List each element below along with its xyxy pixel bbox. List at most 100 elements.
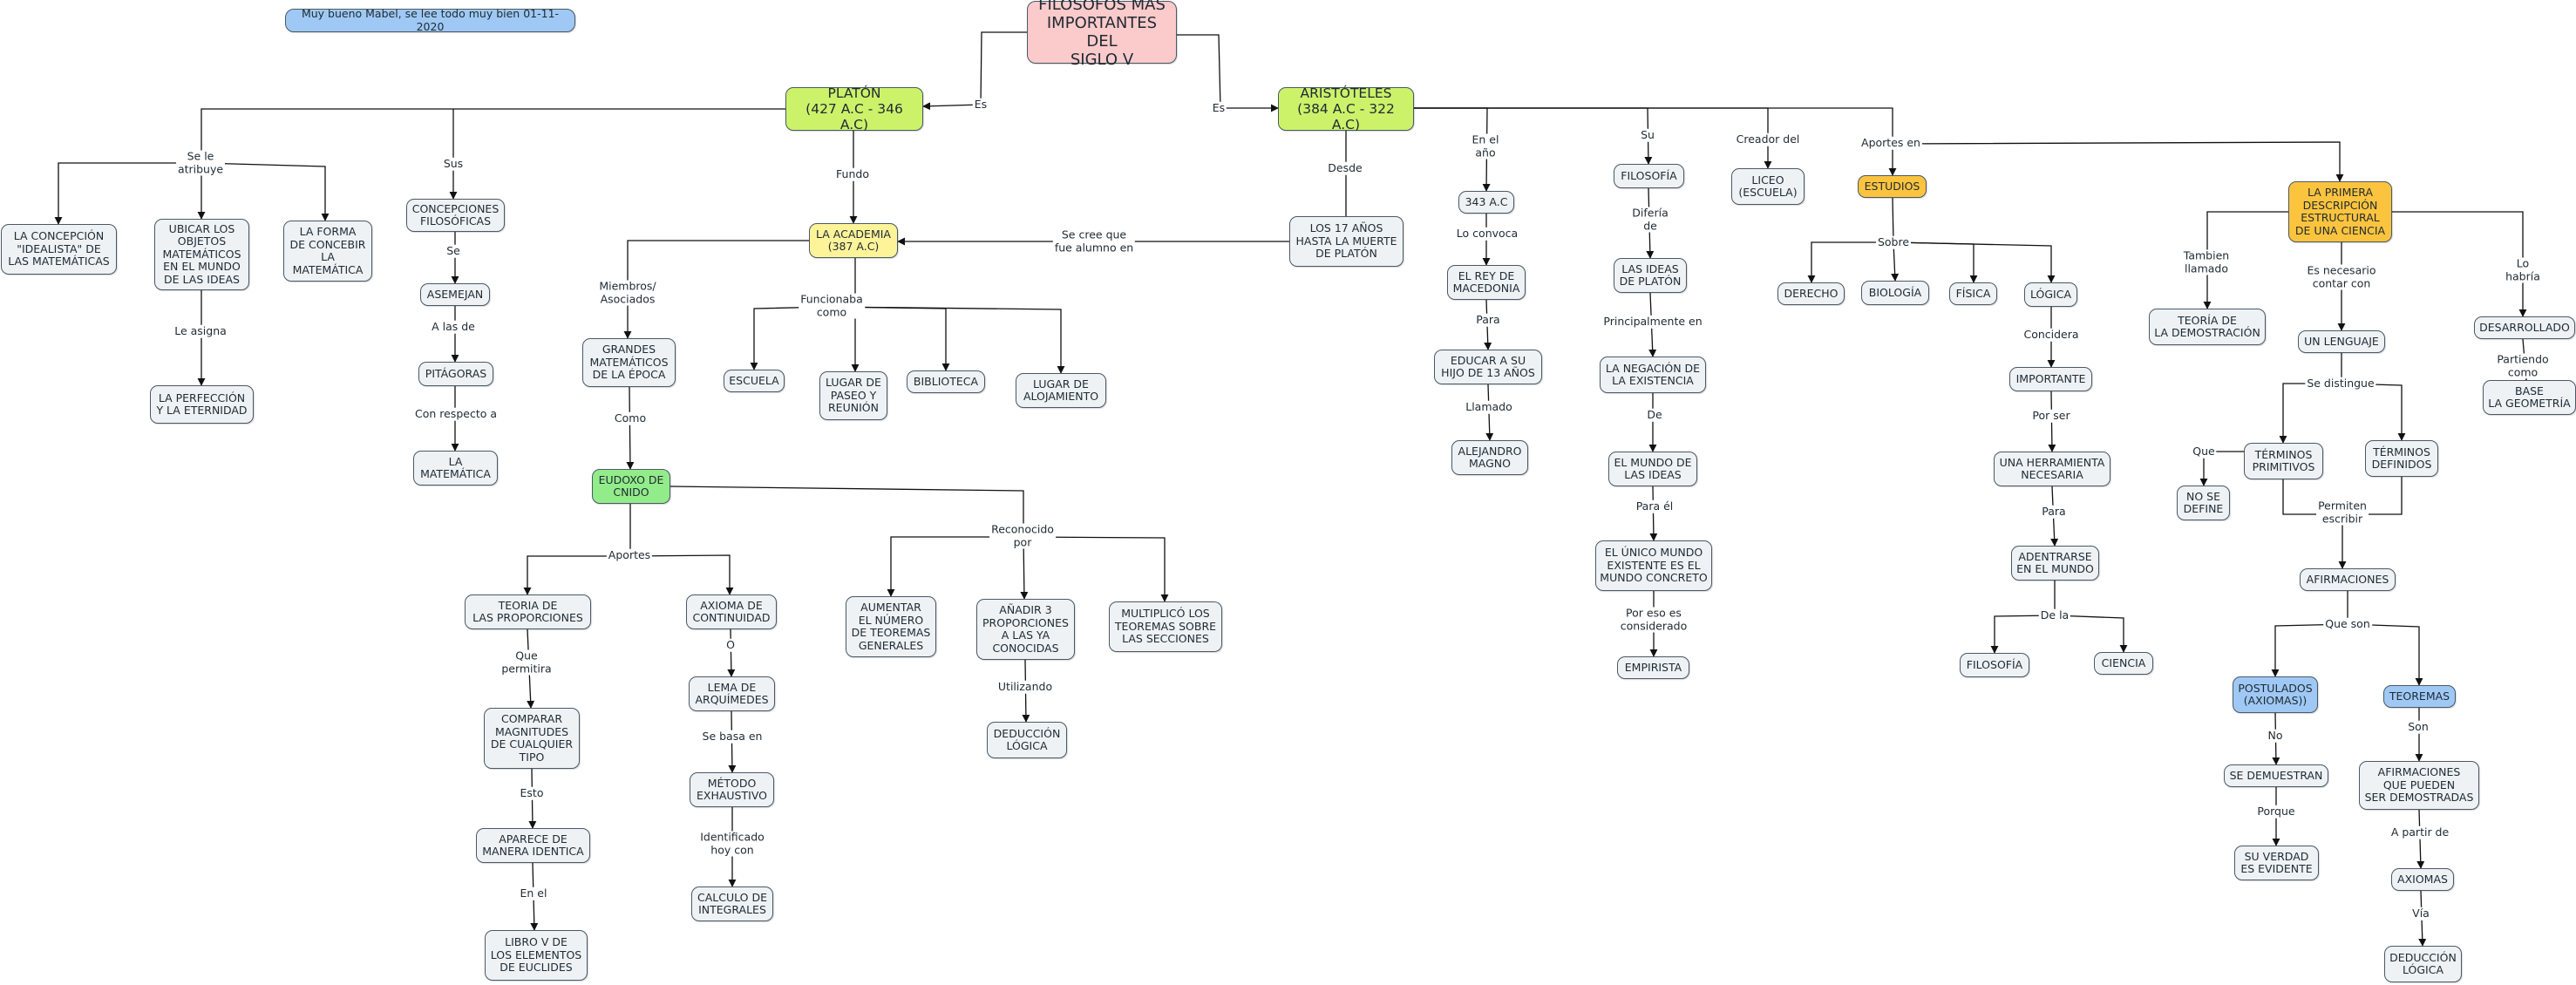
link-label-funcionaba: Funcionaba como [799, 292, 865, 319]
node-liceo[interactable]: LICEO (ESCUELA) [1731, 168, 1805, 205]
node-paseo[interactable]: LUGAR DE PASEO Y REUNIÓN [819, 371, 887, 420]
node-afirmacionesque[interactable]: AFIRMACIONES QUE PUEDEN SER DEMOSTRADAS [2359, 761, 2479, 810]
node-postulados[interactable]: POSTULADOS (AXIOMAS)) [2233, 676, 2318, 713]
node-educar[interactable]: EDUCAR A SU HIJO DE 13 AÑOS [1434, 350, 1542, 384]
link-label-para-el: Para él [1634, 499, 1675, 513]
link-label-diferia: Difería de [1630, 206, 1670, 233]
connector-21 [629, 554, 734, 595]
link-label-para2: Para [2040, 504, 2068, 519]
node-deduccion1[interactable]: DEDUCCIÓN LÓGICA [987, 722, 1067, 758]
node-nosedefine[interactable]: NO SE DEFINE [2177, 486, 2230, 520]
node-estudios[interactable]: ESTUDIOS [1858, 175, 1927, 198]
node-teoria[interactable]: TEORIA DE LAS PROPORCIONES [465, 594, 591, 629]
node-escuela[interactable]: ESCUELA [724, 370, 785, 392]
node-axioma[interactable]: AXIOMA DE CONTINUIDAD [686, 594, 777, 629]
node-biblioteca[interactable]: BIBLIOTECA [907, 370, 985, 393]
connector-20 [523, 504, 631, 595]
node-afirmaciones[interactable]: AFIRMACIONES [2300, 568, 2396, 591]
node-anos17[interactable]: LOS 17 AÑOS HASTA LA MUERTE DE PLATÓN [1289, 216, 1404, 267]
link-label-de-la: De la [2038, 608, 2071, 622]
node-academia[interactable]: LA ACADEMIA (387 A.C) [809, 223, 898, 258]
node-empirista[interactable]: EMPIRISTA [1617, 656, 1689, 679]
link-label-se-le-atribuye: Se le atribuye [175, 149, 226, 176]
node-primitivos[interactable]: TÉRMINOS PRIMITIVOS [2244, 443, 2323, 479]
node-concepciones[interactable]: CONCEPCIONES FILOSÓFICAS [406, 199, 505, 232]
node-mundoideas[interactable]: EL MUNDO DE LAS IDEAS [1608, 452, 1697, 486]
link-label-a-las-de: A las de [430, 319, 477, 334]
node-lema[interactable]: LEMA DE ARQUÍMEDES [689, 676, 775, 711]
link-label-concidera: Concidera [2022, 327, 2081, 342]
node-grandes[interactable]: GRANDES MATEMÁTICOS DE LA ÉPOCA [582, 338, 676, 387]
link-label-de1: De [1645, 407, 1664, 422]
link-label-aportes: Aportes [606, 547, 653, 562]
node-eudoxo[interactable]: EUDOXO DE CNIDO [592, 469, 670, 504]
connector-47 [1807, 241, 1893, 283]
node-rey[interactable]: EL REY DE MACEDONIA [1447, 265, 1526, 300]
node-demostracion[interactable]: TEORÍA DE LA DEMOSTRACIÓN [2149, 309, 2266, 345]
node-forma[interactable]: LA FORMA DE CONCEBIR LA MATEMÁTICA [283, 221, 372, 282]
node-platon[interactable]: PLATÓN (427 A.C - 346 A.C) [785, 85, 923, 132]
node-derecho[interactable]: DERECHO [1777, 282, 1845, 305]
link-label-aportes-en: Aportes en [1859, 135, 1922, 150]
connector-37 [1892, 141, 2344, 182]
node-biologia[interactable]: BIOLOGÍA [1861, 281, 1929, 305]
connector-56 [2054, 615, 2128, 653]
node-fisica[interactable]: FÍSICA [1949, 282, 1997, 305]
node-multiplico[interactable]: MULTIPLICÓ LOS TEOREMAS SOBRE LAS SECCIO… [1109, 601, 1222, 652]
node-filosofia2[interactable]: FILOSOFÍA [1960, 653, 2029, 677]
node-comparar[interactable]: COMPARAR MAGNITUDES DE CUALQUIER TIPO [484, 708, 580, 769]
node-ubicar[interactable]: UBICAR LOS OBJETOS MATEMÁTICOS EN EL MUN… [154, 219, 249, 290]
node-ideas[interactable]: LAS IDEAS DE PLATÓN [1614, 258, 1687, 293]
link-label-no: No [2266, 728, 2285, 743]
node-primera[interactable]: LA PRIMERA DESCRIPCIÓN ESTRUCTURAL DE UN… [2288, 181, 2392, 242]
node-note[interactable]: Muy bueno Mabel, se lee todo muy bien 01… [285, 7, 575, 32]
node-metodo[interactable]: MÉTODO EXHAUSTIVO [690, 772, 774, 807]
node-adentrarse[interactable]: ADENTRARSE EN EL MUNDO [2011, 546, 2099, 581]
node-libro[interactable]: LIBRO V DE LOS ELEMENTOS DE EUCLIDES [485, 930, 588, 981]
node-lamatematica[interactable]: LA MATEMÁTICA [413, 451, 498, 486]
node-concepcion[interactable]: LA CONCEPCIÓN "IDEALISTA" DE LAS MATEMÁT… [1, 224, 117, 275]
link-label-tambien-llamado: Tambien llamado [2181, 248, 2232, 275]
node-asemejan[interactable]: ASEMEJAN [420, 283, 490, 306]
node-perfeccion[interactable]: LA PERFECCIÓN Y LA ETERNIDAD [150, 385, 254, 424]
link-label-sobre: Sobre [1875, 234, 1912, 249]
node-verdad[interactable]: SU VERDAD ES EVIDENTE [2234, 846, 2319, 880]
link-label-lo-habria: Lo habría [2496, 257, 2550, 283]
node-deduccion2[interactable]: DEDUCCIÓN LÓGICA [2384, 946, 2462, 982]
link-label-permiten: Permiten escribir [2316, 499, 2369, 526]
link-label-se-distingue: Se distingue [2305, 376, 2376, 391]
connector-48 [1891, 241, 1900, 282]
node-lenguaje[interactable]: UN LENGUAJE [2298, 330, 2385, 353]
node-filosofia[interactable]: FILOSOFÍA [1614, 164, 1684, 188]
link-label-principalmente: Principalmente en [1601, 314, 1704, 329]
connector-19 [626, 386, 635, 470]
node-alejandro[interactable]: ALEJANDRO MAGNO [1451, 440, 1528, 475]
node-unico[interactable]: EL ÚNICO MUNDO EXISTENTE ES EL MUNDO CON… [1595, 540, 1712, 591]
node-teoremas[interactable]: TEOREMAS [2383, 685, 2456, 708]
node-importante[interactable]: IMPORTANTE [2009, 367, 2092, 391]
node-a343[interactable]: 343 A.C [1458, 191, 1514, 214]
node-herramienta[interactable]: UNA HERRAMIENTA NECESARIA [1994, 452, 2110, 486]
node-aumentar[interactable]: AUMENTAR EL NÚMERO DE TEOREMAS GENERALES [846, 596, 936, 657]
node-base[interactable]: BASE LA GEOMETRÍA [2483, 380, 2576, 415]
node-anadir[interactable]: AÑADIR 3 PROPORCIONES A LAS YA CONOCIDAS [976, 599, 1075, 660]
node-logica[interactable]: LÓGICA [2024, 282, 2077, 307]
connector-44 [1649, 486, 1658, 541]
node-calculo[interactable]: CALCULO DE INTEGRALES [691, 886, 773, 921]
node-axiomas[interactable]: AXIOMAS [2391, 868, 2454, 891]
node-root[interactable]: FILÓSOFOS MÁS IMPORTANTES DEL SIGLO V [1027, 0, 1177, 69]
node-sedemuestran[interactable]: SE DEMUESTRAN [2224, 764, 2328, 787]
node-alojamiento[interactable]: LUGAR DE ALOJAMIENTO [1016, 373, 1106, 408]
node-pitagoras[interactable]: PITÁGORAS [418, 362, 493, 386]
link-label-fundo: Fundo [834, 166, 871, 181]
link-label-o: O [724, 637, 737, 652]
node-definidos[interactable]: TÉRMINOS DEFINIDOS [2365, 440, 2438, 477]
link-label-reconocido: Reconocido por [989, 522, 1056, 549]
node-negacion[interactable]: LA NEGACIÓN DE LA EXISTENCIA [1600, 357, 1706, 393]
connector-18 [831, 306, 1065, 374]
node-aparece[interactable]: APARECE DE MANERA IDENTICA [476, 828, 590, 863]
node-desarrollado[interactable]: DESARROLLADO [2474, 316, 2575, 339]
node-ciencia[interactable]: CIENCIA [2094, 652, 2153, 675]
link-label-lo-convoca: Lo convoca [1454, 226, 1520, 241]
node-aristoteles[interactable]: ARISTÓTELES (384 A.C - 322 A.C) [1278, 85, 1414, 132]
